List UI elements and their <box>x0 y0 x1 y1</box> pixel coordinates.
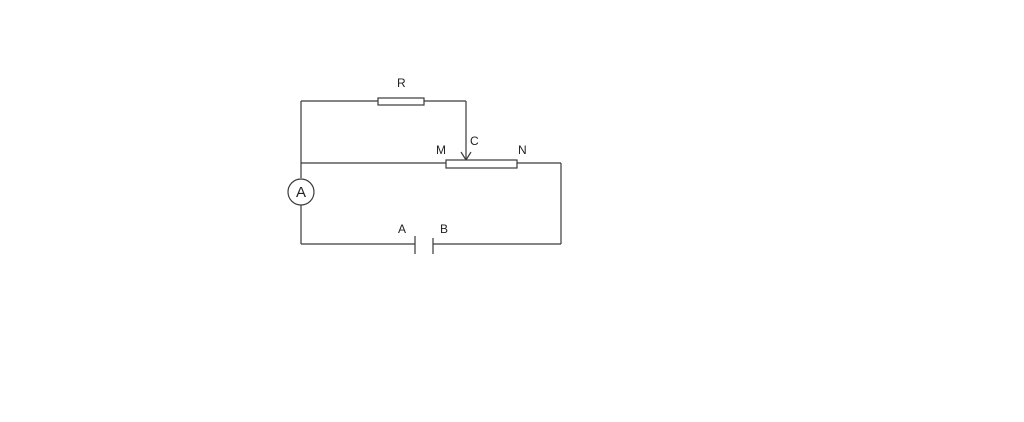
left-branch <box>287 101 315 244</box>
battery-branch <box>301 236 561 254</box>
rheostat-branch <box>301 159 562 244</box>
label-c: C <box>470 134 479 148</box>
label-a-terminal: A <box>398 222 406 236</box>
ammeter-label: A <box>296 184 306 201</box>
label-b-terminal: B <box>440 222 448 236</box>
label-n: N <box>518 143 527 157</box>
resistor-r <box>377 97 425 106</box>
label-m: M <box>436 143 446 157</box>
label-r: R <box>397 76 406 90</box>
rheostat-mn <box>445 159 518 169</box>
